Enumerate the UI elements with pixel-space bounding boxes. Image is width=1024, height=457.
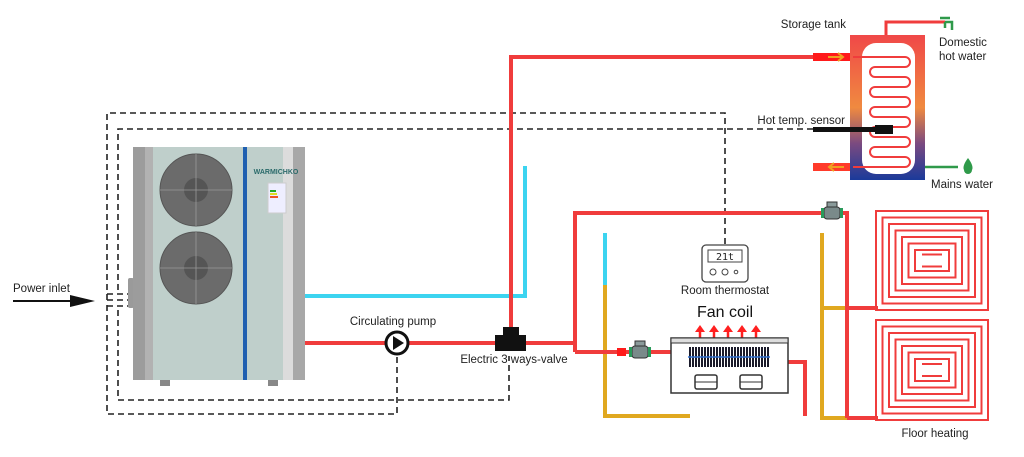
control-wiring	[106, 112, 815, 415]
fancoil-fitting	[617, 348, 626, 356]
floor-pipe-ring	[875, 319, 989, 421]
floor-supply-branches	[847, 306, 878, 420]
floor-pipe-ring	[907, 351, 957, 389]
flow-arrow-out-icon	[827, 162, 844, 172]
circulating-pump-label: Circulating pump	[350, 316, 436, 328]
power-inlet-label: Power inlet	[13, 283, 71, 295]
heat-pump-unit: WARMICHKO	[128, 147, 305, 386]
floor-pipe-ring	[881, 325, 983, 415]
hot-temp-sensor	[813, 125, 893, 134]
room-thermostat-label: Room thermostat	[681, 285, 770, 297]
floor-pipe-ring	[894, 229, 970, 292]
floor-pipe-ring	[901, 236, 963, 285]
floor-pipe-ring	[875, 210, 989, 311]
mains-water-label: Mains water	[931, 179, 993, 191]
unit-stripe	[243, 147, 247, 380]
pump-wire	[106, 305, 398, 415]
thermostat-display: 21t	[716, 252, 734, 263]
zone-valve-fancoil	[629, 340, 651, 359]
floor-return-vertical	[820, 233, 878, 420]
hot-temp-sensor-label: Hot temp. sensor	[757, 115, 845, 127]
return-pipe-main	[305, 166, 527, 298]
tank-supply-pipe	[509, 55, 850, 330]
floor-pipe-center	[922, 253, 942, 268]
zone-valve-floor	[821, 201, 843, 220]
flow-arrow-in-icon	[828, 52, 845, 62]
fan-icon	[159, 153, 233, 227]
storage-tank-label: Storage tank	[781, 19, 846, 31]
floor-pipe-center	[922, 363, 942, 377]
floor-pipe-ring	[907, 242, 957, 279]
floor-supply-pipe	[573, 211, 849, 418]
power-connector	[128, 278, 134, 308]
three-way-valve-icon	[495, 327, 526, 351]
sensor-wire	[117, 128, 815, 290]
power-arrow-icon	[13, 295, 95, 307]
circulating-pump-icon	[384, 330, 410, 356]
domestic-hot-water-label-line1: Domestic	[939, 37, 987, 49]
floor-pipe-ring	[881, 216, 983, 305]
water-drop-icon	[963, 158, 973, 174]
floor-heating-loop	[875, 319, 989, 421]
coil-fins	[688, 347, 770, 367]
three-way-valve-label: Electric 3 ways-valve	[460, 354, 567, 366]
tap-icon	[940, 16, 954, 30]
storage-tank	[850, 16, 973, 180]
floor-pipe-ring	[914, 358, 950, 382]
fan-coil-label: Fan coil	[697, 304, 753, 321]
fan-icon	[159, 231, 233, 305]
thermostat-wire	[106, 112, 726, 300]
brand-logo: WARMICHKO	[254, 169, 299, 176]
pipes	[305, 52, 878, 420]
heating-coil	[853, 56, 911, 168]
room-thermostat-icon: 21t	[701, 244, 749, 283]
floor-pipe-ring	[894, 338, 970, 402]
floor-pipe-ring	[914, 249, 950, 272]
fan-coil-unit	[670, 337, 789, 394]
valve-wire	[117, 310, 510, 401]
floor-pipe-ring	[901, 345, 963, 395]
floor-heating-loop	[875, 210, 989, 311]
domestic-hot-water-label-line2: hot water	[939, 51, 986, 63]
floor-pipe-ring	[888, 223, 976, 298]
power-connector-wire	[107, 293, 130, 307]
floor-heating-label: Floor heating	[901, 428, 968, 440]
floor-pipe-ring	[888, 332, 976, 408]
fancoil-return-warm	[603, 285, 690, 418]
